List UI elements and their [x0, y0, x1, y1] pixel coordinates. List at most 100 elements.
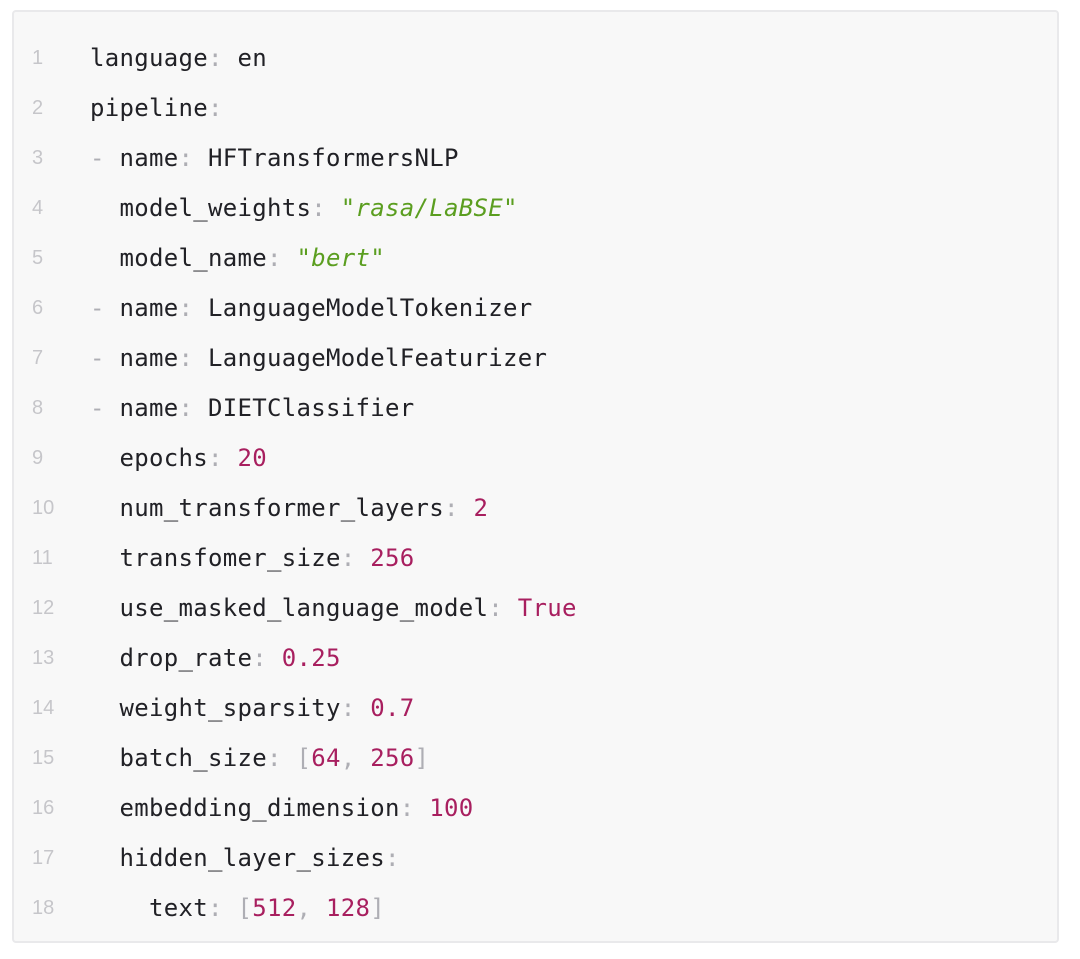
code-line: 2 pipeline:	[14, 83, 1057, 133]
line-number: 16	[32, 796, 55, 819]
code-line-content: transfomer_size: 256	[90, 544, 415, 572]
code-token: -	[90, 394, 120, 422]
code-token	[356, 544, 371, 572]
code-token: ,	[296, 894, 326, 922]
code-token: HFTransformersNLP	[193, 144, 459, 172]
code-token: :	[208, 894, 223, 922]
code-token: batch_size	[119, 744, 267, 772]
code-token	[90, 494, 120, 522]
code-token: model_name	[119, 244, 267, 272]
code-line-content: weight_sparsity: 0.7	[90, 694, 415, 722]
code-token: :	[252, 644, 267, 672]
line-number: 9	[32, 446, 44, 469]
line-number: 8	[32, 396, 44, 419]
code-token: "rasa/LaBSE"	[340, 194, 518, 222]
code-token: name	[119, 344, 179, 372]
code-token	[90, 894, 149, 922]
code-line-content: - name: LanguageModelFeaturizer	[90, 344, 547, 372]
line-number: 14	[32, 696, 55, 719]
code-token: [	[296, 744, 312, 772]
code-token: model_weights	[119, 194, 312, 222]
code-token	[282, 244, 297, 272]
code-line: 13 drop_rate: 0.25	[14, 633, 1057, 683]
code-token: embedding_dimension	[119, 794, 400, 822]
code-token	[90, 194, 120, 222]
code-line-content: - name: DIETClassifier	[90, 394, 415, 422]
code-token: en	[222, 44, 267, 72]
code-token	[356, 694, 371, 722]
code-line: 17 hidden_layer_sizes:	[14, 833, 1057, 883]
code-token	[503, 594, 518, 622]
code-line: 6- name: LanguageModelTokenizer	[14, 283, 1057, 333]
code-line-content: text: [512, 128]	[90, 894, 385, 922]
code-line: 9 epochs: 20	[14, 433, 1057, 483]
code-token	[282, 744, 297, 772]
code-token	[90, 244, 120, 272]
line-number: 12	[32, 596, 55, 619]
code-line-content: model_name: "bert"	[90, 244, 385, 272]
code-line-content: num_transformer_layers: 2	[90, 494, 488, 522]
code-line: 10 num_transformer_layers: 2	[14, 483, 1057, 533]
code-token	[223, 894, 238, 922]
code-token: pipeline	[90, 94, 208, 122]
code-token: :	[208, 94, 223, 122]
code-line: 5 model_name: "bert"	[14, 233, 1057, 283]
code-line-content: model_weights: "rasa/LaBSE"	[90, 194, 518, 222]
line-number: 4	[32, 196, 44, 219]
code-line-content: epochs: 20	[90, 444, 267, 472]
code-token: 512	[252, 894, 297, 922]
code-token: hidden_layer_sizes	[119, 844, 385, 872]
code-token: "bert"	[296, 244, 385, 272]
code-token: transfomer_size	[119, 544, 341, 572]
code-line: 4 model_weights: "rasa/LaBSE"	[14, 183, 1057, 233]
code-line-content: drop_rate: 0.25	[90, 644, 341, 672]
code-token: 256	[370, 544, 415, 572]
code-line: 11 transfomer_size: 256	[14, 533, 1057, 583]
line-number: 10	[32, 496, 55, 519]
line-number: 7	[32, 346, 44, 369]
code-token: 20	[237, 444, 267, 472]
line-number: 2	[32, 96, 44, 119]
code-token	[326, 194, 341, 222]
code-token: True	[517, 594, 577, 622]
code-token: language	[90, 44, 208, 72]
code-token: ]	[414, 744, 430, 772]
code-token: drop_rate	[119, 644, 253, 672]
code-token	[90, 744, 120, 772]
code-token	[90, 444, 120, 472]
code-token	[415, 794, 430, 822]
code-line: 14 weight_sparsity: 0.7	[14, 683, 1057, 733]
code-token	[90, 544, 120, 572]
code-token	[90, 694, 120, 722]
code-token: :	[340, 694, 356, 722]
code-token: :	[385, 844, 400, 872]
code-token: 2	[473, 494, 489, 522]
code-line-content: language: en	[90, 44, 267, 72]
code-token: use_masked_language_model	[119, 594, 489, 622]
code-token	[223, 444, 238, 472]
code-token: -	[90, 144, 120, 172]
code-line-content: pipeline:	[90, 94, 223, 122]
code-line: 18 text: [512, 128]	[14, 883, 1057, 933]
line-number: 3	[32, 146, 44, 169]
code-token: DIETClassifier	[193, 394, 415, 422]
code-token: :	[178, 344, 194, 372]
code-token	[90, 794, 120, 822]
code-token: :	[399, 794, 415, 822]
code-token: LanguageModelFeaturizer	[193, 344, 548, 372]
code-token: -	[90, 344, 120, 372]
code-token: epochs	[119, 444, 208, 472]
code-line-content: embedding_dimension: 100	[90, 794, 474, 822]
code-line: 15 batch_size: [64, 256]	[14, 733, 1057, 783]
line-number: 13	[32, 646, 55, 669]
code-token: name	[119, 294, 179, 322]
code-token: :	[488, 594, 503, 622]
code-token: :	[443, 494, 459, 522]
code-token: :	[311, 194, 326, 222]
code-token: weight_sparsity	[119, 694, 341, 722]
code-token: name	[119, 394, 179, 422]
code-token: LanguageModelTokenizer	[193, 294, 533, 322]
